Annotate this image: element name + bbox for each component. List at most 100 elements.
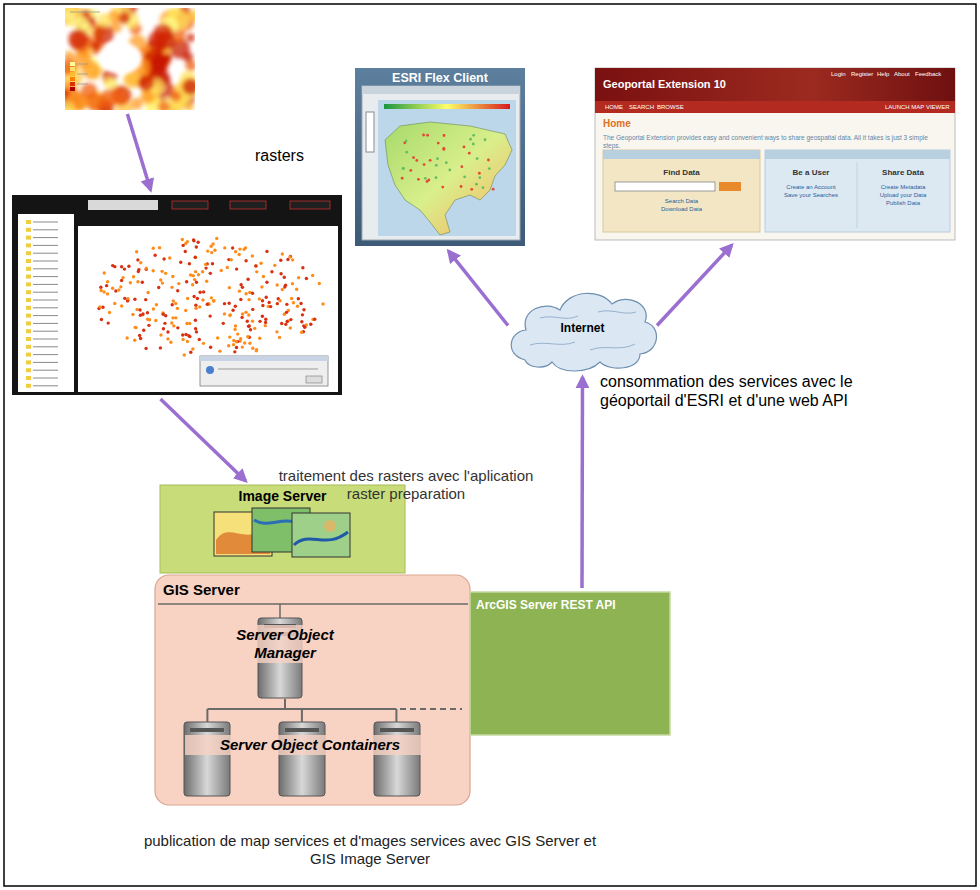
node-text: Home — [603, 118, 631, 130]
raster-point — [186, 240, 189, 243]
tree-folder — [26, 251, 31, 255]
map-point — [405, 140, 408, 143]
raster-point — [213, 249, 216, 252]
raster-point — [246, 335, 249, 338]
app-screenshot: traitement des rasters avec l'aplication… — [12, 195, 342, 395]
raster-point — [192, 238, 195, 241]
tree-folder — [26, 353, 31, 357]
raster-point — [264, 318, 267, 321]
raster-point — [134, 326, 137, 329]
raster-point — [258, 320, 261, 323]
raster-point — [231, 246, 234, 249]
raster-point — [120, 304, 123, 307]
raster-point — [141, 281, 144, 284]
raster-point — [297, 297, 300, 300]
map-point — [435, 164, 438, 167]
raster-point — [251, 254, 254, 257]
raster-point — [261, 304, 264, 307]
heat-blob — [182, 78, 195, 94]
raster-point — [194, 304, 197, 307]
raster-point — [186, 297, 189, 300]
raster-point — [142, 329, 145, 332]
map-point — [402, 167, 405, 170]
node-title: rasters — [255, 146, 304, 165]
raster-point — [162, 257, 165, 260]
raster-point — [138, 308, 141, 311]
raster-point — [139, 337, 142, 340]
server-group: Server Object Containers — [175, 715, 445, 797]
raster-point — [196, 241, 199, 244]
raster-point — [171, 303, 174, 306]
node-text: HOME — [605, 104, 623, 111]
map-point — [463, 175, 466, 178]
tree-folder — [26, 345, 31, 349]
raster-point — [192, 239, 195, 242]
raster-point — [160, 270, 163, 273]
raster-point — [204, 266, 207, 269]
map-point — [445, 161, 448, 164]
raster-point — [242, 248, 245, 251]
raster-point — [195, 245, 198, 248]
node-text: Help — [877, 71, 889, 78]
map-point — [415, 159, 418, 162]
raster-point — [153, 254, 156, 257]
tree-item — [33, 229, 58, 230]
raster-point — [202, 290, 205, 293]
tree-item — [33, 331, 58, 332]
raster-point — [281, 252, 284, 255]
raster-point — [249, 328, 252, 331]
server-icon — [374, 722, 420, 796]
tree-folder — [26, 368, 31, 372]
tree-item — [33, 292, 58, 293]
raster-point — [280, 322, 283, 325]
heat-blob — [186, 33, 195, 42]
heat-blob — [81, 83, 97, 99]
raster-point — [243, 341, 246, 344]
heat-blob — [141, 90, 154, 103]
raster-point — [198, 290, 201, 293]
raster-point — [108, 311, 111, 314]
raster-point — [161, 281, 164, 284]
raster-image: rasters — [65, 8, 195, 110]
raster-point — [135, 308, 138, 311]
raster-point — [289, 326, 292, 329]
raster-point — [236, 332, 239, 335]
raster-point — [264, 321, 267, 324]
raster-point — [186, 340, 189, 343]
map-point — [460, 165, 463, 168]
map-point — [475, 183, 478, 186]
heat-blob — [150, 54, 169, 73]
map-point — [441, 186, 444, 189]
raster-point — [191, 347, 194, 350]
client-screenshot: ESRI Flex Client — [355, 68, 525, 246]
raster-point — [284, 323, 287, 326]
raster-point — [194, 256, 197, 259]
raster-point — [212, 299, 215, 302]
raster-point — [261, 299, 264, 302]
raster-point — [299, 302, 302, 305]
raster-point — [223, 312, 226, 315]
raster-point — [164, 272, 167, 275]
tree-folder — [26, 298, 31, 302]
tree-folder — [26, 360, 31, 364]
raster-point — [133, 297, 136, 300]
raster-point — [311, 274, 314, 277]
raster-point — [181, 338, 184, 341]
raster-point — [251, 319, 254, 322]
cloud-node: Internet — [510, 285, 655, 375]
tree-folder — [26, 306, 31, 310]
raster-point — [222, 322, 225, 325]
raster-point — [181, 244, 184, 247]
raster-point — [170, 321, 173, 324]
map-point — [468, 152, 471, 155]
raster-point — [132, 275, 135, 278]
raster-point — [239, 337, 242, 340]
raster-point — [246, 320, 249, 323]
raster-point — [102, 290, 105, 293]
tree-item — [33, 385, 58, 386]
raster-point — [174, 302, 177, 305]
raster-point — [301, 266, 304, 269]
raster-point — [303, 326, 306, 329]
tree-item — [33, 268, 58, 269]
map-point — [405, 151, 408, 154]
